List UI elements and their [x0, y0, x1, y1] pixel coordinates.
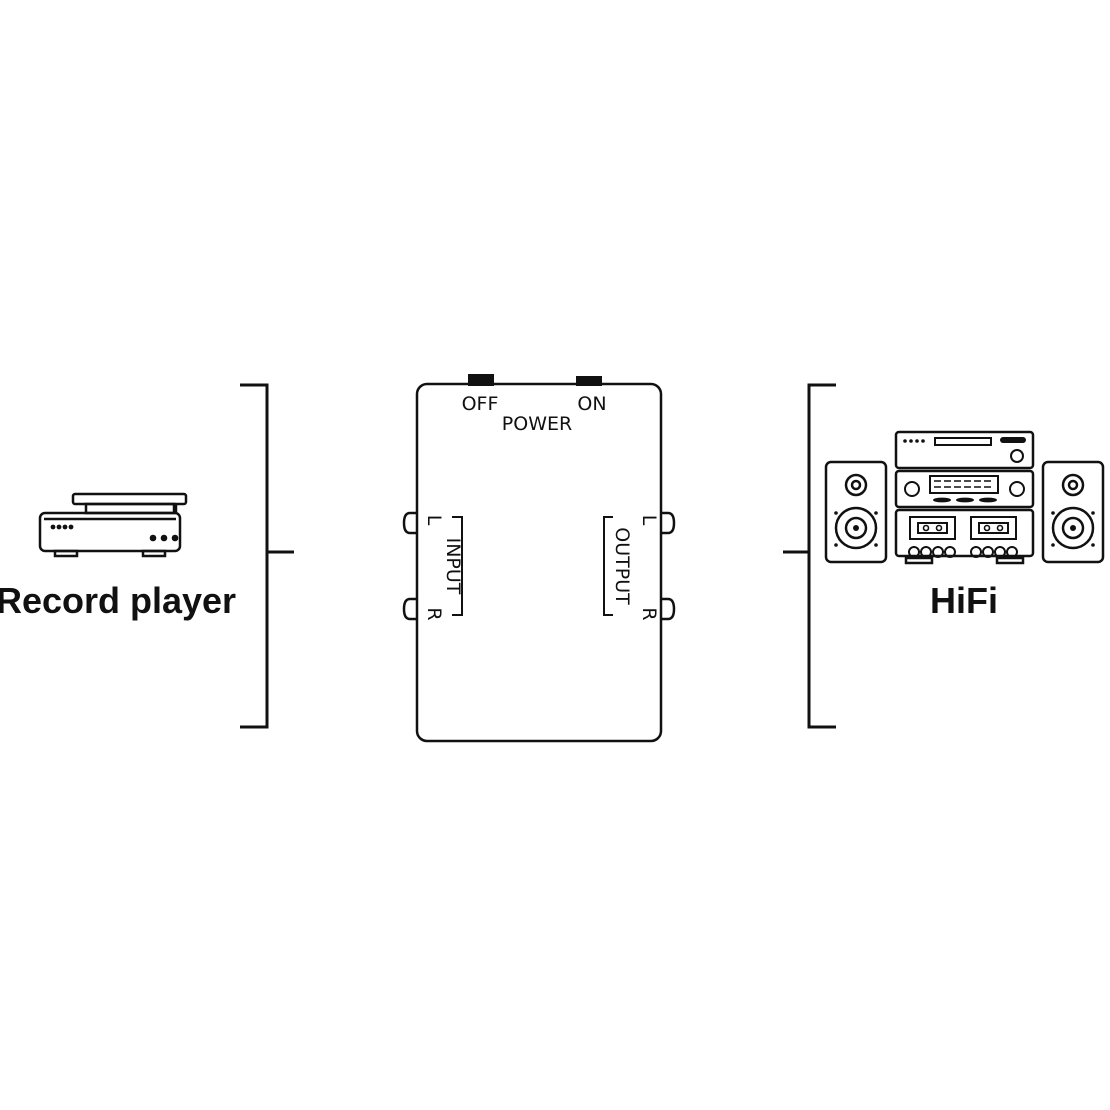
- source-bracket: [240, 383, 294, 729]
- destination-bracket: [783, 383, 836, 729]
- output-right-jack[interactable]: [661, 597, 676, 621]
- input-bracket: [452, 516, 463, 616]
- input-right-jack[interactable]: [402, 597, 417, 621]
- input-left-label: L: [423, 515, 445, 526]
- power-switch-off[interactable]: [468, 374, 494, 386]
- destination-label: HiFi: [930, 580, 998, 621]
- input-label: INPUT: [442, 538, 464, 595]
- input-right-label: R: [423, 607, 445, 620]
- output-label: OUTPUT: [611, 527, 633, 605]
- preamp-device: OFF ON POWER L R INPUT L R OUTPUT: [402, 374, 676, 743]
- input-left-jack[interactable]: [402, 511, 417, 535]
- record-player-icon: [38, 492, 188, 558]
- power-switch-on[interactable]: [576, 376, 602, 386]
- output-left-jack[interactable]: [661, 511, 676, 535]
- power-label: POWER: [502, 413, 572, 435]
- output-bracket: [603, 516, 613, 616]
- output-right-label: R: [638, 607, 660, 620]
- output-left-label: L: [638, 515, 660, 526]
- hifi-system-icon: [824, 430, 1105, 565]
- source-label: Record player: [0, 580, 236, 621]
- device-body: [415, 382, 663, 743]
- power-off-label: OFF: [462, 393, 499, 415]
- power-on-label: ON: [577, 393, 606, 415]
